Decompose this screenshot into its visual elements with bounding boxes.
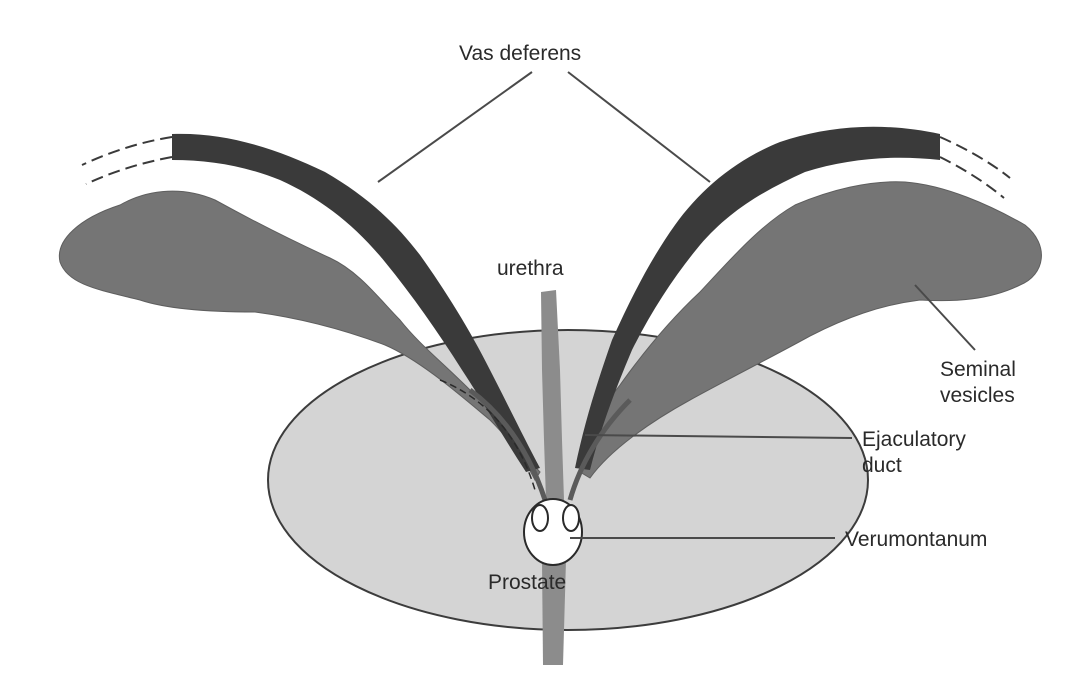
label-vas-deferens: Vas deferens [459, 41, 581, 67]
label-ejaculatory-duct-line-2: duct [862, 453, 966, 479]
label-prostate: Prostate [488, 570, 566, 596]
label-ejaculatory-duct-line-1: Ejaculatory [862, 427, 966, 453]
label-seminal-vesicles-line-1: Seminal [940, 357, 1016, 383]
label-ejaculatory-duct: Ejaculatory duct [862, 427, 966, 478]
leader-vas-left [378, 72, 532, 182]
prostate-gland [268, 330, 868, 630]
leader-vas-right [568, 72, 710, 182]
label-urethra: urethra [497, 256, 564, 282]
vas-deferens-right-dashed [940, 137, 1010, 178]
label-seminal-vesicles-line-2: vesicles [940, 383, 1016, 409]
verumontanum-opening-right [563, 505, 579, 531]
label-seminal-vesicles: Seminal vesicles [940, 357, 1016, 408]
vas-deferens-left-dashed-2 [86, 157, 172, 184]
verumontanum-opening-left [532, 505, 548, 531]
vas-deferens-left-dashed [82, 137, 172, 165]
label-verumontanum: Verumontanum [845, 527, 987, 553]
